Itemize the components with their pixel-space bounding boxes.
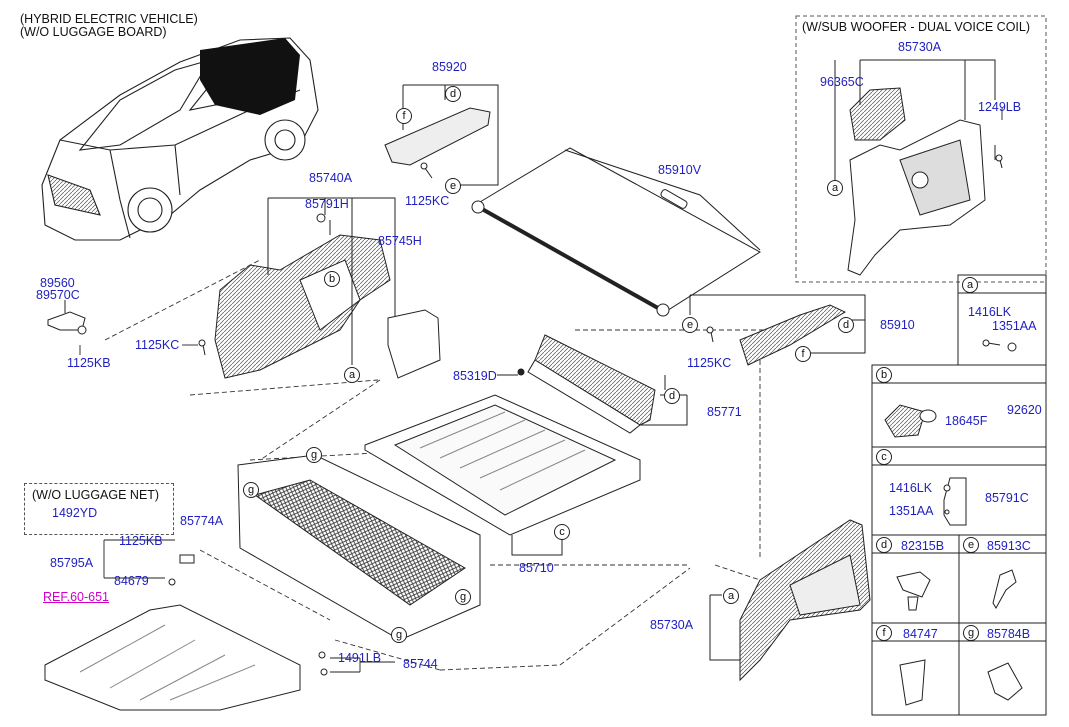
part-1125kb-net[interactable]: 1125KB	[119, 534, 163, 548]
callout-e: e	[445, 178, 461, 194]
legend-a-1416lk[interactable]: 1416LK	[968, 305, 1012, 319]
note-vehicle-type: (HYBRID ELECTRIC VEHICLE)	[20, 12, 198, 26]
85745h-panel	[387, 309, 441, 379]
part-84679[interactable]: 84679	[114, 574, 149, 588]
part-89570c[interactable]: 89570C	[36, 288, 80, 302]
legend-b-18645f[interactable]: 18645F	[945, 414, 988, 428]
legend-c-label: c	[876, 449, 892, 465]
part-85730a[interactable]: 85730A	[650, 618, 694, 632]
legend-g-85784b[interactable]: 85784B	[987, 627, 1031, 641]
side-trim-left	[214, 234, 391, 379]
part-85744[interactable]: 85744	[403, 657, 438, 671]
part-1125kc-left[interactable]: 1125KC	[135, 338, 180, 352]
callout-a-right: a	[723, 588, 739, 604]
legend-c-1351aa[interactable]: 1351AA	[889, 504, 934, 518]
tonneau-cover	[471, 147, 761, 317]
luggage-mat	[364, 394, 641, 536]
legend-b-92620[interactable]: 92620	[1007, 403, 1042, 417]
part-85771[interactable]: 85771	[707, 405, 742, 419]
part-85740a[interactable]: 85740A	[309, 171, 353, 185]
legend-d-label: d	[876, 537, 892, 553]
callout-a: a	[344, 367, 360, 383]
part-85745h[interactable]: 85745H	[378, 234, 422, 248]
part-85791h[interactable]: 85791H	[305, 197, 349, 211]
callout-b: b	[324, 271, 340, 287]
part-85910v[interactable]: 85910V	[658, 163, 702, 177]
no-luggage-net-box	[24, 483, 174, 535]
callout-a-subwoofer: a	[827, 180, 843, 196]
part-1125kb[interactable]: 1125KB	[67, 356, 111, 370]
callout-g-3: g	[455, 589, 471, 605]
part-85920[interactable]: 85920	[432, 60, 467, 74]
part-85774a[interactable]: 85774A	[180, 514, 224, 528]
part-1249lb[interactable]: 1249LB	[978, 100, 1022, 114]
legend-f-84747[interactable]: 84747	[903, 627, 938, 641]
callout-d: d	[445, 86, 461, 102]
legend-g-label: g	[963, 625, 979, 641]
side-trim-right	[739, 519, 871, 682]
ref-60-651-link[interactable]: REF.60-651	[43, 590, 110, 604]
subwoofer-option-box	[795, 15, 1047, 283]
part-1492yd[interactable]: 1492YD	[52, 506, 98, 520]
floor-reference	[44, 604, 301, 711]
luggage-net	[237, 454, 481, 641]
part-1125kc-top[interactable]: 1125KC	[405, 194, 450, 208]
legend-e-label: e	[963, 537, 979, 553]
callout-d-sill: d	[664, 388, 680, 404]
part-85910[interactable]: 85910	[880, 318, 915, 332]
subwoofer-trim	[847, 87, 986, 276]
legend-f-label: f	[876, 625, 892, 641]
part-89560[interactable]: 89560	[40, 276, 75, 290]
part-1125kc-right[interactable]: 1125KC	[687, 356, 732, 370]
callout-d-right: d	[838, 317, 854, 333]
legend-e-85913c[interactable]: 85913C	[987, 539, 1031, 553]
callout-g-1: g	[306, 447, 322, 463]
part-1491lb[interactable]: 1491LB	[338, 651, 382, 665]
legend-c-1416lk[interactable]: 1416LK	[889, 481, 933, 495]
legend-a-1351aa[interactable]: 1351AA	[992, 319, 1037, 333]
note-subwoofer: (W/SUB WOOFER - DUAL VOICE COIL)	[802, 20, 1031, 34]
part-96365c[interactable]: 96365C	[820, 75, 864, 89]
luggage-area-highlight	[200, 38, 300, 115]
legend-d-82315b[interactable]: 82315B	[901, 539, 945, 553]
legend-table	[871, 274, 1047, 716]
legend-b-label: b	[876, 367, 892, 383]
legend-c-85791c[interactable]: 85791C	[985, 491, 1029, 505]
callout-f-right: f	[795, 346, 811, 362]
callout-g-4: g	[391, 627, 407, 643]
sill-plate	[527, 334, 656, 434]
part-85319d[interactable]: 85319D	[453, 369, 497, 383]
callout-g-2: g	[243, 482, 259, 498]
part-85710[interactable]: 85710	[519, 561, 554, 575]
part-85795a[interactable]: 85795A	[50, 556, 94, 570]
callout-e-right: e	[682, 317, 698, 333]
callout-f: f	[396, 108, 412, 124]
legend-a-label: a	[962, 277, 978, 293]
note-no-luggage-net: (W/O LUGGAGE NET)	[32, 488, 160, 502]
note-no-luggage-board: (W/O LUGGAGE BOARD)	[20, 25, 167, 39]
part-85730a-subwoofer[interactable]: 85730A	[898, 40, 942, 54]
callout-c: c	[554, 524, 570, 540]
